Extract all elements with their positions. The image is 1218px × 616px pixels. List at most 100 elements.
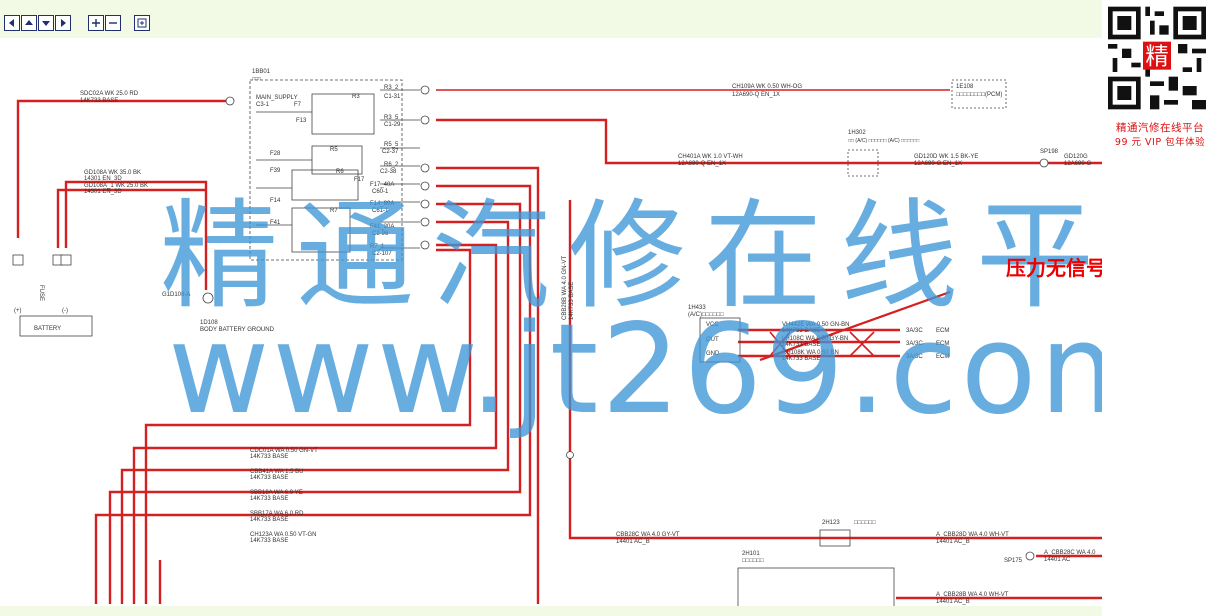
svg-text:VH442E WA 0.50 GN-BN: VH442E WA 0.50 GN-BN [782, 322, 849, 328]
svg-text:SBB17A WA 6.0 RD: SBB17A WA 6.0 RD [250, 511, 304, 517]
svg-text:CH123A WA 0.50 VT-GN: CH123A WA 0.50 VT-GN [250, 532, 316, 538]
svg-text:ECM: ECM [936, 328, 949, 334]
wire-sdc02a [16, 99, 230, 238]
svg-text:R6_2: R6_2 [384, 162, 399, 168]
svg-text:A_CBB28D WA 4.0 WH-VT: A_CBB28D WA 4.0 WH-VT [936, 532, 1009, 538]
svg-text:F28: F28 [270, 151, 281, 157]
svg-text:C60-1: C60-1 [372, 189, 389, 195]
svg-text:CH401A WK 1.0 VT-WH: CH401A WK 1.0 VT-WH [678, 154, 743, 160]
label-body-battery-ground: BODY BATTERY GROUND [200, 327, 275, 333]
svg-text:C1-31: C1-31 [384, 94, 401, 100]
svg-text:GD108A_1 WK 25.0 BK: GD108A_1 WK 25.0 BK [84, 183, 148, 189]
svg-text:1E108: 1E108 [956, 84, 974, 90]
svg-text:精: 精 [1145, 43, 1168, 69]
svg-text:GND: GND [706, 351, 720, 357]
svg-text:14K733 BASE: 14K733 BASE [569, 282, 575, 320]
module-2h101 [737, 567, 895, 609]
label-1bb01: 1BB01 [252, 69, 271, 75]
svg-text:SP175: SP175 [1004, 558, 1023, 564]
svg-text:C2-107: C2-107 [372, 251, 392, 257]
arrow-right-icon [61, 19, 66, 27]
svg-text:GD108A WK 35.0 BK: GD108A WK 35.0 BK [84, 170, 141, 176]
svg-text:R7: R7 [330, 208, 338, 214]
svg-text:ECM: ECM [936, 341, 949, 347]
wire-cdc01a [132, 243, 498, 604]
pcm-box [951, 79, 1007, 109]
arrow-left-icon [9, 19, 14, 27]
fit-page-button[interactable] [134, 15, 150, 31]
svg-text:14401 AC_B: 14401 AC_B [616, 539, 650, 545]
wire-sbb17a [94, 184, 532, 604]
svg-text:OUT: OUT [706, 337, 719, 343]
wire-sbb18a [108, 202, 522, 604]
wire-pair-1 [436, 166, 540, 604]
svg-text:R7_1: R7_1 [370, 244, 385, 250]
relay-r7 [291, 207, 351, 253]
svg-text:2H101: 2H101 [742, 551, 760, 557]
svg-text:C3-1: C3-1 [256, 102, 270, 108]
last-page-button[interactable] [55, 15, 71, 31]
battery-body [19, 315, 93, 337]
svg-text:G1D108-A: G1D108-A [162, 292, 190, 298]
toolbar [4, 12, 151, 34]
promo-title: 精通汽修在线平台 [1116, 122, 1204, 134]
zoom-in-button[interactable] [88, 15, 104, 31]
junction-box-outline [249, 79, 403, 261]
svg-text:R6: R6 [336, 169, 344, 175]
label-battery: BATTERY [34, 326, 61, 332]
wire-gd108a1 [56, 188, 206, 248]
zoom-out-button[interactable] [105, 15, 121, 31]
svg-text:14K733 BASE: 14K733 BASE [250, 538, 288, 544]
svg-text:14K733 BASE: 14K733 BASE [250, 496, 288, 502]
svg-text:F41_20A: F41_20A [370, 224, 394, 230]
relay-r3 [311, 93, 375, 135]
svg-text:C2-37: C2-37 [382, 149, 399, 155]
svg-text:14K733 BASE: 14K733 BASE [782, 356, 820, 362]
svg-text:F39: F39 [270, 168, 281, 174]
svg-text:R5: R5 [330, 147, 338, 153]
wire-ch401a [436, 118, 1102, 165]
annotation-arrow [759, 290, 951, 362]
minus-icon [109, 22, 117, 24]
svg-text:12A690-Q EN_1X: 12A690-Q EN_1X [732, 92, 780, 98]
svg-text:(-): (-) [62, 308, 68, 314]
svg-text:14K733 BASE: 14K733 BASE [250, 454, 288, 460]
svg-text:14401 AC_B: 14401 AC_B [936, 599, 970, 605]
svg-text:1D108: 1D108 [200, 320, 218, 326]
svg-text:12A690-Q EN_1X: 12A690-Q EN_1X [678, 161, 726, 167]
wiring-diagram: 1BB01 □□□ MAIN_SUPPLY C3-1 R3 F7 F13 F28… [12, 69, 1102, 609]
ac-pressure-sensor [699, 317, 741, 363]
svg-text:F7: F7 [294, 102, 302, 108]
svg-text:(+): (+) [14, 308, 22, 314]
prev-page-button[interactable] [21, 15, 37, 31]
svg-text:GD120G: GD120G [1064, 154, 1088, 160]
svg-text:14K733 BASE: 14K733 BASE [250, 517, 288, 523]
svg-text:R3_5: R3_5 [384, 115, 399, 121]
svg-text:SBB18A WA 6.0 YE: SBB18A WA 6.0 YE [250, 490, 303, 496]
wire-cbb41a [120, 220, 510, 604]
arrow-up-icon [25, 20, 33, 25]
promo-vip-offer[interactable]: 99 元 VIP 包年体验 [1114, 137, 1206, 148]
svg-text:A_CBB28B WA 4.0 WH-VT: A_CBB28B WA 4.0 WH-VT [936, 592, 1009, 598]
svg-text:1H433: 1H433 [688, 305, 706, 311]
wire-cbb28c [568, 200, 1102, 540]
open-circuit-mark-2 [849, 331, 875, 357]
plus-icon [92, 19, 100, 27]
qr-code-icon[interactable]: 精 [1108, 6, 1206, 110]
svg-text:□□ (A/C) □□□□□□ (A/C) □□□□□□: □□ (A/C) □□□□□□ (A/C) □□□□□□ [848, 138, 919, 144]
fit-icon [137, 18, 147, 28]
wire-gd108a [64, 180, 208, 290]
first-page-button[interactable] [4, 15, 20, 31]
svg-text:F41: F41 [270, 220, 281, 226]
svg-text:R3_2: R3_2 [384, 85, 399, 91]
relay-r6 [291, 169, 359, 201]
next-page-button[interactable] [38, 15, 54, 31]
svg-text:CDC01A WA 0.50 GN-VT: CDC01A WA 0.50 GN-VT [250, 448, 318, 454]
svg-text:14K733 BASE: 14K733 BASE [782, 342, 820, 348]
svg-text:□□□: □□□ [252, 76, 261, 82]
svg-text:C2-96: C2-96 [372, 231, 389, 237]
svg-text:1H302: 1H302 [848, 130, 866, 136]
arrow-down-icon [42, 21, 50, 26]
svg-text:3A/3C: 3A/3C [906, 354, 923, 360]
wiring-diagram-canvas[interactable]: 1BB01 □□□ MAIN_SUPPLY C3-1 R3 F7 F13 F28… [0, 38, 1102, 609]
